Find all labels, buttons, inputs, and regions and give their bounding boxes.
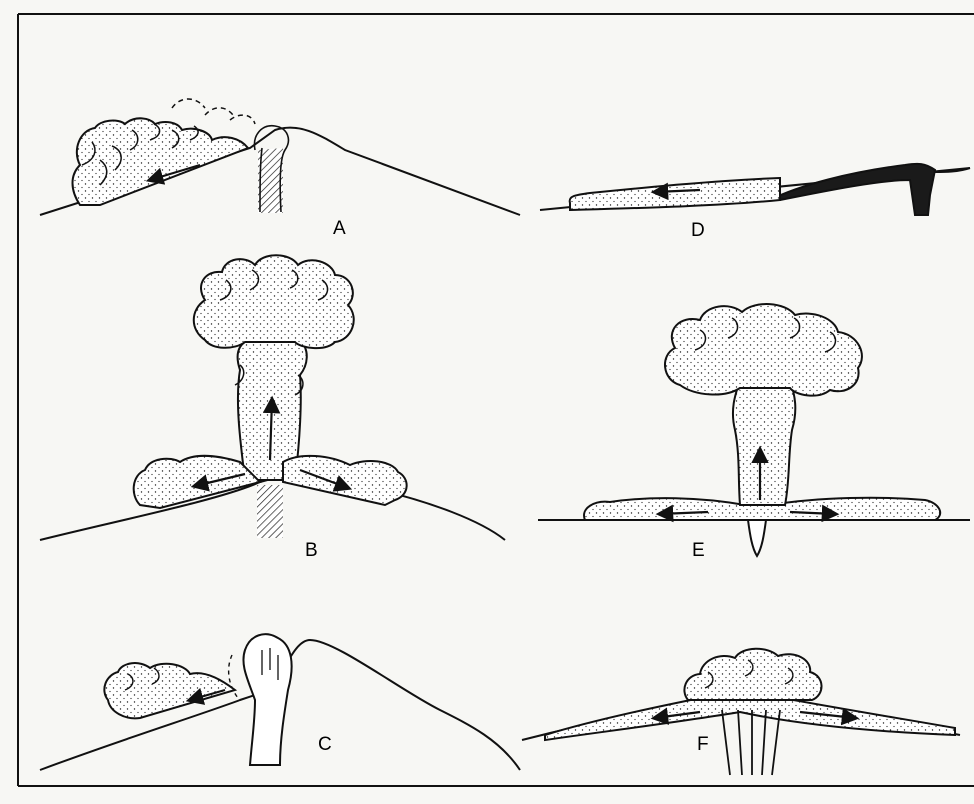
- panel-label-e: E: [692, 540, 705, 561]
- panel-b-conduit: [257, 485, 283, 538]
- panel-label-d: D: [691, 220, 705, 241]
- panel-e-eruption-column: [733, 380, 795, 505]
- panel-label-f: F: [697, 734, 709, 755]
- panel-label-c: C: [318, 734, 332, 755]
- panel-label-b: B: [305, 540, 318, 561]
- panel-label-a: A: [333, 218, 346, 239]
